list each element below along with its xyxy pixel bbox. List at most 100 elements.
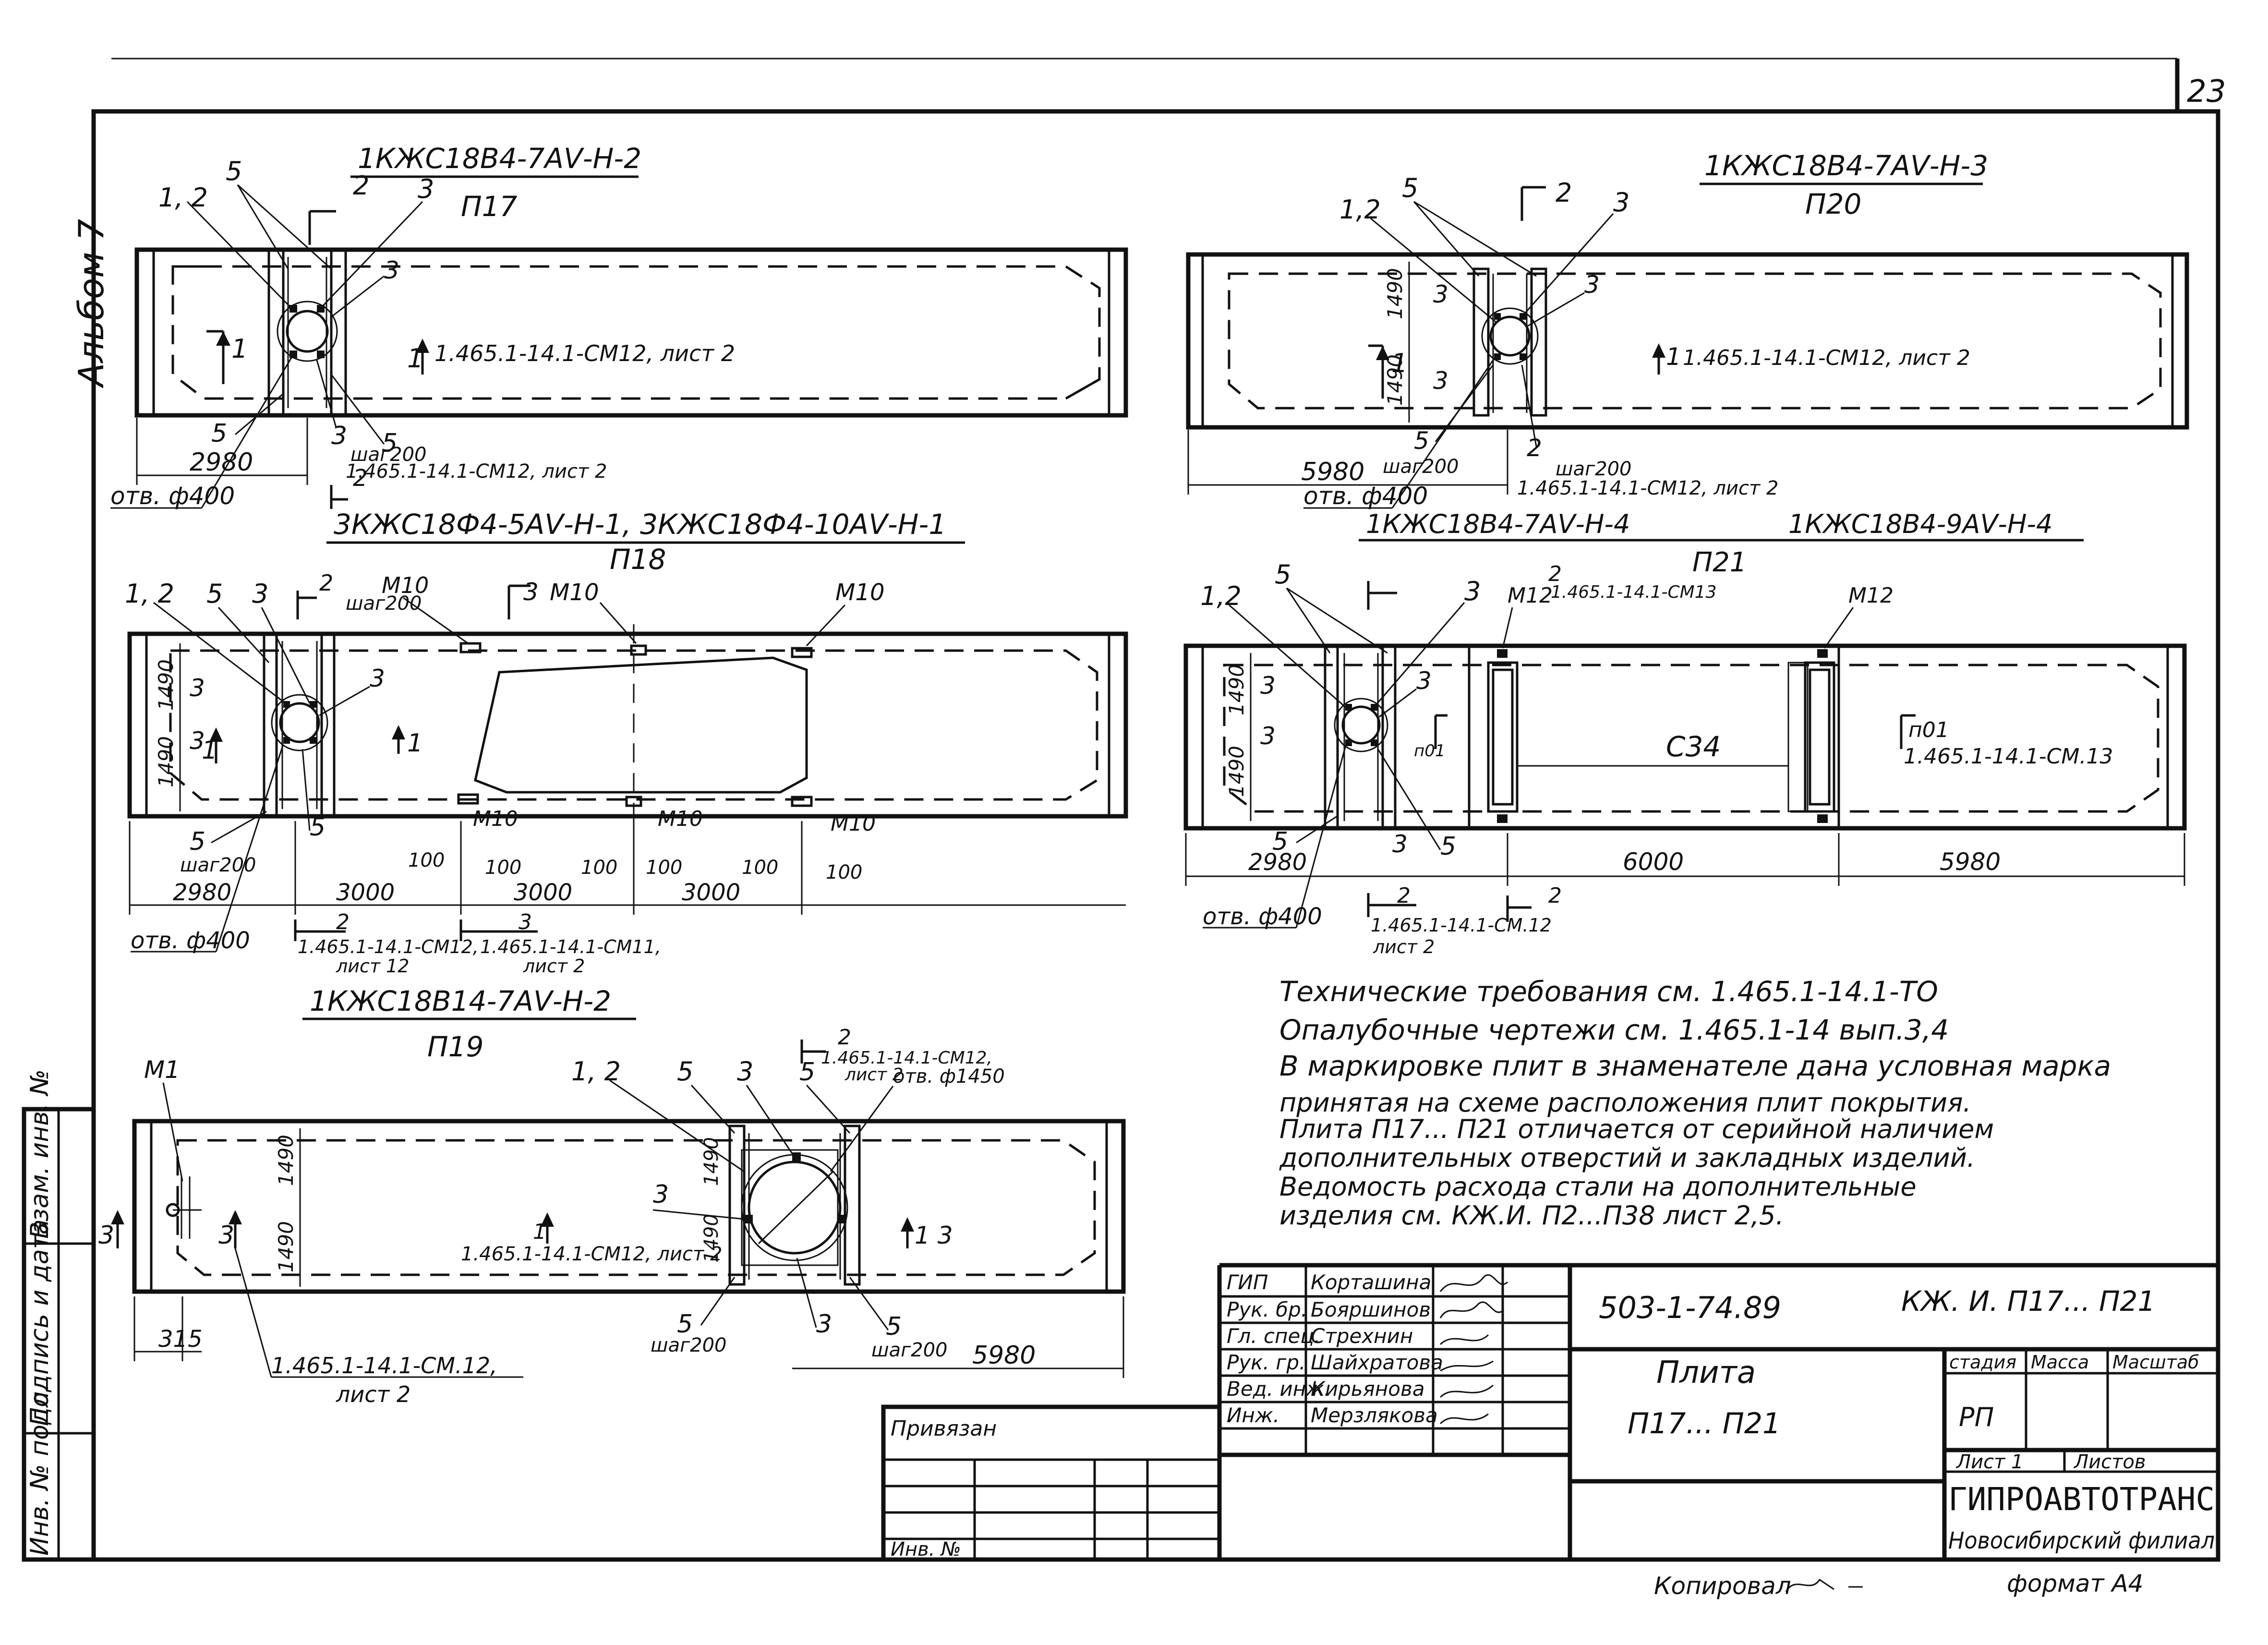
p18-slab-outline (127, 631, 1128, 819)
sheets-label: Листов (2073, 1451, 2146, 1473)
svg-text:1.465.1-14.1-СМ.12,: 1.465.1-14.1-СМ.12, (271, 1353, 497, 1379)
svg-text:3: 3 (1433, 280, 1448, 308)
staff-name-5: Кирьянова (1311, 1377, 1424, 1401)
svg-text:3: 3 (418, 174, 434, 204)
branch-name: Новосибирский филиал (1948, 1527, 2215, 1554)
staff-role-2: Рук. бр. (1227, 1298, 1307, 1321)
svg-text:3: 3 (1392, 830, 1408, 858)
svg-text:2: 2 (838, 1025, 851, 1050)
p18-code: П18 (610, 543, 666, 576)
panel-p18: 3КЖС18Ф4-5АⅤ-Н-1, 3КЖС18Ф4-10АⅤ-Н-1 П18 … (125, 508, 1128, 977)
staff-name-3: Стрехнин (1311, 1324, 1413, 1348)
svg-text:лист 2: лист 2 (336, 1381, 410, 1407)
scale-header: Масштаб (2112, 1352, 2199, 1373)
svg-text:лист 12: лист 12 (336, 956, 409, 977)
svg-text:М12: М12 (1848, 583, 1894, 608)
svg-text:1490: 1490 (154, 736, 178, 787)
staff-name-2: Бояршинов (1311, 1298, 1431, 1321)
svg-text:1.465.1-14.1-СМ11,: 1.465.1-14.1-СМ11, (480, 936, 661, 957)
p21-code: П21 (1692, 547, 1747, 578)
bound-label: Привязан (891, 1416, 997, 1441)
svg-text:лист 2: лист 2 (1373, 936, 1435, 957)
svg-text:100: 100 (646, 857, 682, 879)
p18-opening (474, 656, 808, 794)
svg-text:1: 1 (1666, 343, 1681, 371)
product-range: П17... П21 (1628, 1407, 1781, 1440)
svg-text:100: 100 (581, 857, 617, 879)
svg-text:5: 5 (206, 579, 223, 609)
p19-hole (748, 1161, 842, 1255)
note-line-1: Технические требования см. 1.465.1-14.1-… (1279, 975, 1938, 1008)
svg-text:1490: 1490 (274, 1221, 298, 1272)
staff-role-1: ГИП (1227, 1270, 1268, 1294)
svg-text:шаг200: шаг200 (346, 593, 422, 615)
svg-text:1,2: 1,2 (1339, 194, 1381, 225)
svg-text:1.465.1-14.1-СМ12,: 1.465.1-14.1-СМ12, (298, 936, 479, 957)
stamp-signature-date: Подпись и дата (25, 1219, 54, 1426)
p20-code: П20 (1805, 188, 1861, 220)
svg-text:1,2: 1,2 (1200, 581, 1242, 611)
svg-text:5: 5 (190, 827, 205, 856)
svg-text:лист 2: лист 2 (523, 956, 585, 977)
p18-hole (279, 702, 320, 743)
svg-text:п01: п01 (1414, 741, 1446, 761)
svg-text:2: 2 (1556, 178, 1572, 208)
svg-text:5: 5 (1402, 173, 1418, 203)
svg-text:5: 5 (211, 419, 227, 448)
organization-name: ГИПРОАВТОТРАНС (1948, 1481, 2215, 1518)
svg-text:3: 3 (1433, 367, 1448, 395)
svg-text:1.465.1-14.1-СМ12, лист 2: 1.465.1-14.1-СМ12, лист 2 (346, 460, 607, 483)
stage-value: РП (1959, 1402, 1994, 1432)
svg-text:5: 5 (226, 156, 242, 186)
svg-text:3: 3 (1464, 576, 1481, 606)
p19-code: П19 (427, 1030, 483, 1063)
svg-text:1: 1 (407, 343, 423, 374)
svg-text:1: 1 (407, 729, 423, 758)
p17-section-note: 1.465.1-14.1-СМ12, лист 2 (434, 340, 735, 366)
svg-text:3: 3 (190, 727, 205, 755)
svg-text:1: 1 (533, 1220, 546, 1244)
svg-text:2980: 2980 (173, 879, 231, 906)
svg-text:100: 100 (485, 857, 521, 879)
svg-text:1, 2: 1, 2 (125, 579, 174, 609)
stamp-inv-original: Инв. № подл. (25, 1383, 54, 1556)
panel-p20: 1КЖС18В4-7АⅤ-Н-3 П20 1,2 5 2 3 3 3 3 149… (1186, 149, 2189, 510)
svg-text:5: 5 (382, 429, 398, 458)
title-block: ГИП Корташина Рук. бр. Бояршинов Гл. спе… (881, 1263, 2218, 1600)
svg-text:315: 315 (158, 1326, 203, 1353)
svg-text:1490: 1490 (1383, 354, 1407, 406)
svg-text:100: 100 (408, 849, 445, 871)
p17-code: П17 (461, 190, 518, 223)
svg-text:2980: 2980 (1248, 849, 1307, 876)
svg-text:3: 3 (370, 665, 385, 692)
svg-text:отв. ф1450: отв. ф1450 (893, 1065, 1005, 1088)
svg-text:5: 5 (677, 1056, 693, 1087)
svg-text:1: 1 (202, 736, 217, 765)
svg-text:3: 3 (1260, 722, 1276, 750)
svg-text:3: 3 (1613, 187, 1629, 218)
general-notes: Технические требования см. 1.465.1-14.1-… (1279, 975, 2111, 1231)
svg-text:1490: 1490 (700, 1137, 723, 1186)
svg-text:1490: 1490 (274, 1135, 298, 1186)
svg-text:отв. ф400: отв. ф400 (110, 482, 235, 510)
svg-text:2: 2 (336, 910, 350, 934)
svg-text:2: 2 (1397, 883, 1411, 908)
svg-text:100: 100 (742, 857, 778, 879)
note-line-7: Ведомость расхода стали на дополнительны… (1279, 1172, 1917, 1202)
svg-text:3: 3 (1584, 271, 1600, 299)
svg-text:3: 3 (331, 422, 347, 450)
note-line-4: принятая на схеме расположения плит покр… (1279, 1088, 1971, 1118)
svg-text:1.465.1-14.1-СМ12,: 1.465.1-14.1-СМ12, (821, 1048, 992, 1068)
svg-text:шаг200: шаг200 (871, 1339, 947, 1361)
signatures (1439, 1274, 1508, 1425)
staff-role-3: Гл. спец. (1227, 1324, 1320, 1348)
doc-code: КЖ. И. П17... П21 (1901, 1285, 2155, 1318)
svg-text:1490: 1490 (1225, 746, 1248, 797)
mass-header: Масса (2031, 1352, 2089, 1373)
note-line-8: изделия см. КЖ.И. П2...П38 лист 2,5. (1279, 1200, 1784, 1231)
svg-text:3: 3 (523, 578, 539, 606)
stage-header: стадия (1949, 1352, 2016, 1373)
svg-text:1.465.1-14.1-СМ.12: 1.465.1-14.1-СМ.12 (1371, 915, 1552, 936)
svg-text:3000: 3000 (514, 879, 572, 906)
